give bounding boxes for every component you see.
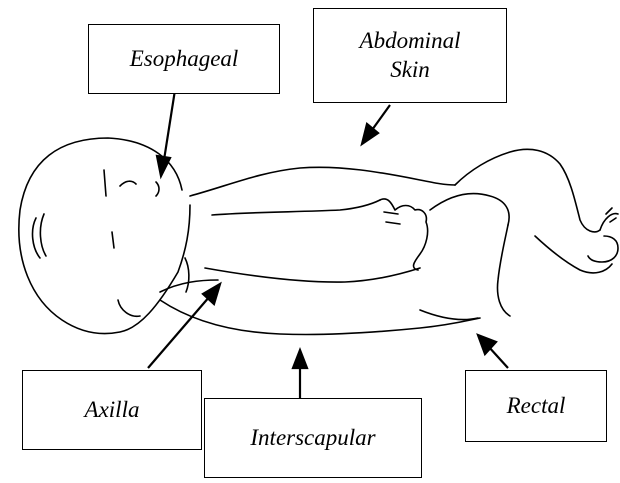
infant-leg-lower: [535, 236, 612, 273]
label-abdominal-text: Abdominal: [360, 27, 461, 56]
label-interscapular: Interscapular: [204, 398, 422, 478]
label-esophageal-text: Esophageal: [130, 45, 239, 74]
infant-ear: [33, 214, 46, 258]
infant-buttock: [420, 310, 478, 320]
infant-eye: [120, 181, 136, 186]
infant-back-upper: [190, 167, 455, 196]
infant-leg-upper: [455, 149, 600, 232]
infant-arm-upper: [212, 200, 380, 215]
infant-nose: [156, 182, 159, 196]
label-axilla: Axilla: [22, 370, 202, 450]
label-esophageal: Esophageal: [88, 24, 280, 94]
label-interscapular-text: Interscapular: [250, 424, 375, 453]
label-abdominal-skin: Abdominal Skin: [313, 8, 507, 103]
infant-fingers: [384, 212, 400, 224]
infant-knee: [498, 225, 511, 316]
label-rectal: Rectal: [465, 370, 607, 442]
infant-cheek-line: [104, 170, 114, 248]
infant-foot: [588, 214, 618, 262]
label-rectal-text: Rectal: [507, 392, 566, 421]
infant-back-lower: [160, 300, 480, 335]
infant-leg-inner: [430, 194, 509, 225]
infant-side-crease: [185, 258, 189, 292]
infant-hand: [380, 199, 428, 270]
infant-chin: [118, 300, 140, 316]
label-axilla-text: Axilla: [85, 396, 140, 425]
infant-arm-lower: [205, 268, 420, 282]
label-skin-text: Skin: [390, 56, 430, 85]
